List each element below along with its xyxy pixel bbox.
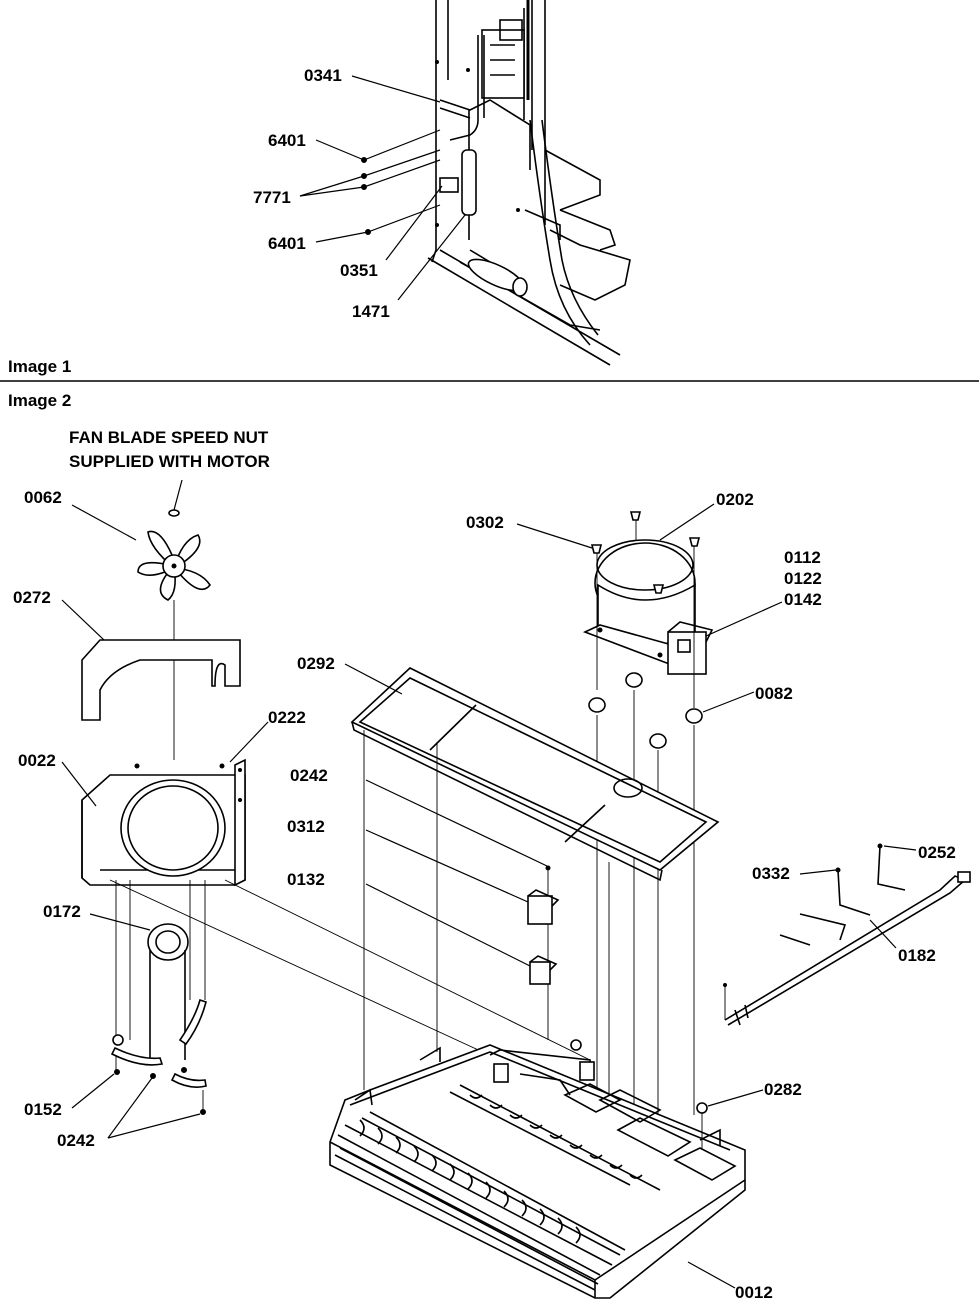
callout-0332: 0332 bbox=[752, 864, 790, 883]
callout-0302: 0302 bbox=[466, 513, 504, 532]
callout-0132: 0132 bbox=[287, 870, 325, 889]
fan-shroud bbox=[81, 639, 241, 760]
callout-0272: 0272 bbox=[13, 588, 51, 607]
callout-0341: 0341 bbox=[304, 66, 342, 85]
callout-0012: 0012 bbox=[735, 1283, 773, 1302]
callout-0252: 0252 bbox=[918, 843, 956, 862]
callout-0222: 0222 bbox=[268, 708, 306, 727]
image1-drawing bbox=[299, 0, 631, 366]
fan-blade bbox=[137, 530, 211, 601]
callout-0202: 0202 bbox=[716, 490, 754, 509]
heater-wire bbox=[723, 843, 971, 1026]
relay-parts bbox=[527, 865, 560, 1040]
note-line-2: SUPPLIED WITH MOTOR bbox=[69, 452, 270, 471]
callout-0062: 0062 bbox=[24, 488, 62, 507]
callout-0082: 0082 bbox=[755, 684, 793, 703]
callout-0351: 0351 bbox=[340, 261, 378, 280]
callout-6401-a: 6401 bbox=[268, 131, 306, 150]
compressor bbox=[582, 511, 714, 1260]
fan-bracket bbox=[81, 758, 246, 887]
drain-tray bbox=[350, 667, 720, 1160]
callout-0242-mid: 0242 bbox=[290, 766, 328, 785]
callout-0122: 0122 bbox=[784, 569, 822, 588]
image2-title: Image 2 bbox=[8, 391, 71, 410]
callout-0242-left: 0242 bbox=[57, 1131, 95, 1150]
callout-0282: 0282 bbox=[764, 1080, 802, 1099]
base-pan bbox=[329, 1039, 746, 1299]
fan-motor bbox=[109, 879, 591, 1061]
callout-0182: 0182 bbox=[898, 946, 936, 965]
callout-0022: 0022 bbox=[18, 751, 56, 770]
note-line-1: FAN BLADE SPEED NUT bbox=[69, 428, 269, 447]
image2-leaders bbox=[61, 503, 917, 1289]
fan-assembly bbox=[81, 479, 591, 1115]
callout-7771: 7771 bbox=[253, 188, 291, 207]
callout-0152: 0152 bbox=[24, 1100, 62, 1119]
callout-0292: 0292 bbox=[297, 654, 335, 673]
image1-title: Image 1 bbox=[8, 357, 71, 376]
callout-6401-b: 6401 bbox=[268, 234, 306, 253]
motor-clips bbox=[110, 998, 207, 1115]
callout-1471: 1471 bbox=[352, 302, 390, 321]
callout-0172: 0172 bbox=[43, 902, 81, 921]
callout-0142: 0142 bbox=[784, 590, 822, 609]
callout-0312: 0312 bbox=[287, 817, 325, 836]
callout-0112: 0112 bbox=[784, 548, 821, 567]
